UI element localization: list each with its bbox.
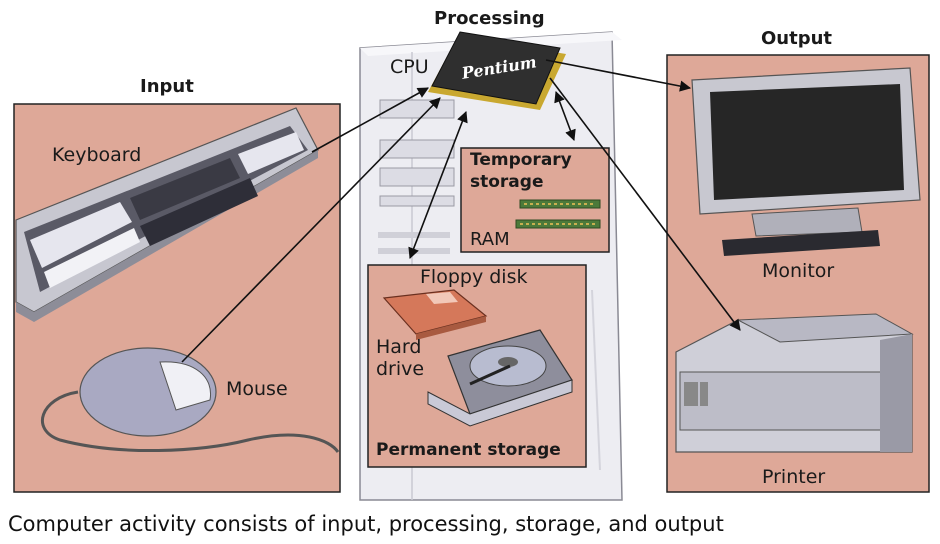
temporary-storage-label-line1: Temporary (470, 150, 572, 170)
connectors (181, 59, 741, 363)
output-heading: Output (761, 28, 833, 49)
floppy-disk-icon (382, 289, 488, 340)
hard-drive-label-line2: drive (376, 358, 425, 380)
hard-drive-icon (427, 329, 573, 427)
cpu-label: CPU (390, 56, 429, 78)
arrow-cpu-to-printer (549, 77, 741, 331)
floppy-disk-label: Floppy disk (420, 266, 528, 288)
ram-module-icon (515, 199, 601, 229)
diagram-caption: Computer activity consists of input, pro… (8, 512, 724, 536)
arrow-cpu-permanent-storage (408, 110, 468, 260)
arrow-cpu-temporary-storage (554, 90, 576, 142)
arrow-keyboard-to-cpu (311, 87, 429, 153)
monitor-illustration (691, 67, 921, 256)
arrow-mouse-to-cpu (181, 97, 441, 363)
printer-label: Printer (762, 466, 826, 488)
mouse-label: Mouse (226, 378, 288, 400)
input-heading: Input (140, 76, 194, 97)
permanent-storage-panel (367, 264, 587, 468)
mouse-illustration (41, 347, 340, 453)
processing-heading: Processing (434, 8, 545, 29)
ram-label: RAM (470, 229, 510, 250)
permanent-storage-label: Permanent storage (376, 440, 561, 460)
temporary-storage-panel (460, 147, 610, 253)
keyboard-label: Keyboard (52, 144, 142, 166)
arrow-cpu-to-monitor (545, 59, 692, 92)
pentium-chip: Pentium (428, 31, 566, 110)
monitor-label: Monitor (762, 260, 835, 282)
temporary-storage-label-line2: storage (470, 172, 544, 192)
hard-drive-label-line1: Hard (376, 336, 422, 358)
keyboard-illustration (15, 107, 319, 322)
printer-illustration (675, 313, 914, 453)
